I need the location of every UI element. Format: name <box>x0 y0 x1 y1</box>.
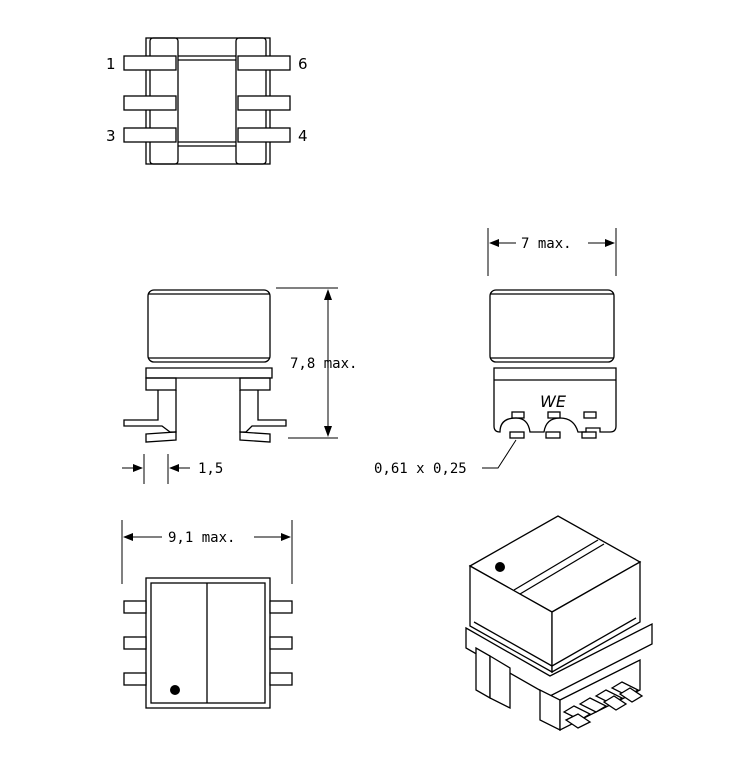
side-width-dimension-label: 7 max. <box>521 236 572 252</box>
pad-dimension-label: 0,61 x 0,25 <box>374 461 467 477</box>
top-view: 1 3 6 4 <box>106 37 308 165</box>
pin-3-label: 3 <box>106 127 116 145</box>
front-view: 7,8 max. 1,5 <box>122 287 357 484</box>
pin-1-marker-iso <box>495 562 505 572</box>
pin-1-marker <box>170 685 180 695</box>
pin-4-label: 4 <box>298 127 308 145</box>
side-view: 7 max. WE 0,61 x 0,25 <box>374 228 617 477</box>
length-dimension-label: 9,1 max. <box>168 530 235 546</box>
we-logo: WE <box>540 392 567 411</box>
lead-dimension-label: 1,5 <box>198 461 223 477</box>
isometric-view <box>465 515 653 732</box>
height-dimension-label: 7,8 max. <box>290 356 357 372</box>
pin-1-label: 1 <box>106 55 116 73</box>
bottom-view: 9,1 max. <box>121 520 293 709</box>
pin-6-label: 6 <box>298 55 308 73</box>
